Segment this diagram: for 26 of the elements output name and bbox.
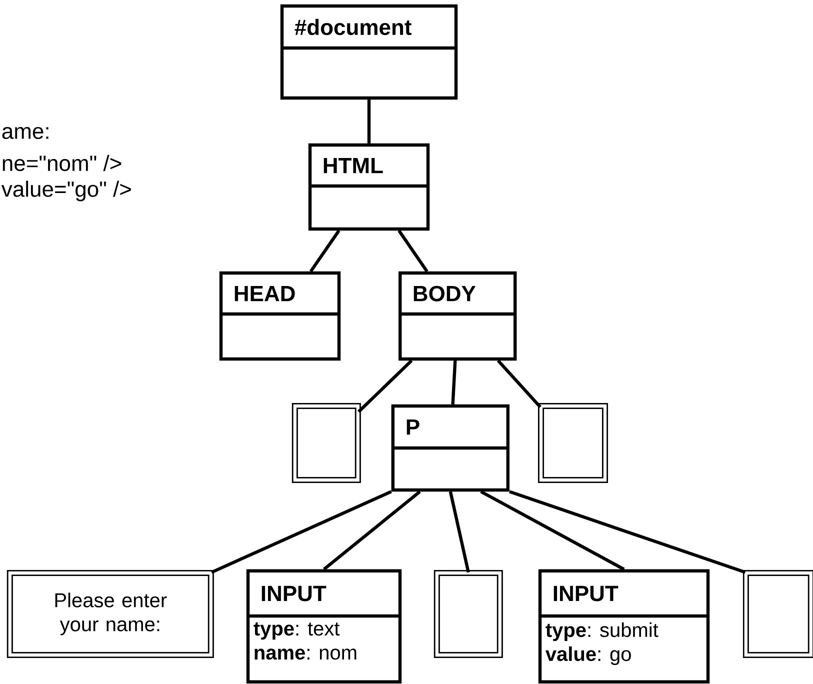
connector-line xyxy=(309,230,340,272)
element-box: P xyxy=(391,404,510,492)
empty-box xyxy=(742,570,813,658)
connector-line xyxy=(480,490,625,571)
connector-line xyxy=(323,490,421,571)
connector-line xyxy=(398,230,428,272)
connector-line xyxy=(210,490,392,574)
empty-box xyxy=(434,570,503,658)
connector-line xyxy=(448,491,470,573)
code-text: ne="nom" /> xyxy=(2,154,122,172)
connector-line xyxy=(367,100,371,144)
empty-box xyxy=(292,403,361,483)
code-text: ame: xyxy=(2,126,48,140)
connector-line xyxy=(496,360,542,408)
text-box: Please enter your name: xyxy=(6,570,214,658)
connector-line xyxy=(451,360,457,404)
element-box: BODY xyxy=(398,271,517,361)
connector-line xyxy=(508,490,746,574)
element-box: INPUT type: text name: nom xyxy=(246,569,402,684)
element-box: HEAD xyxy=(219,271,341,361)
element-box: HTML xyxy=(308,143,430,231)
element-box: INPUT type: submit value: go xyxy=(538,569,710,684)
empty-box xyxy=(538,403,608,483)
connector-line xyxy=(358,359,413,413)
element-box: #document xyxy=(280,4,458,100)
code-text: value="go" /> xyxy=(1,180,131,202)
